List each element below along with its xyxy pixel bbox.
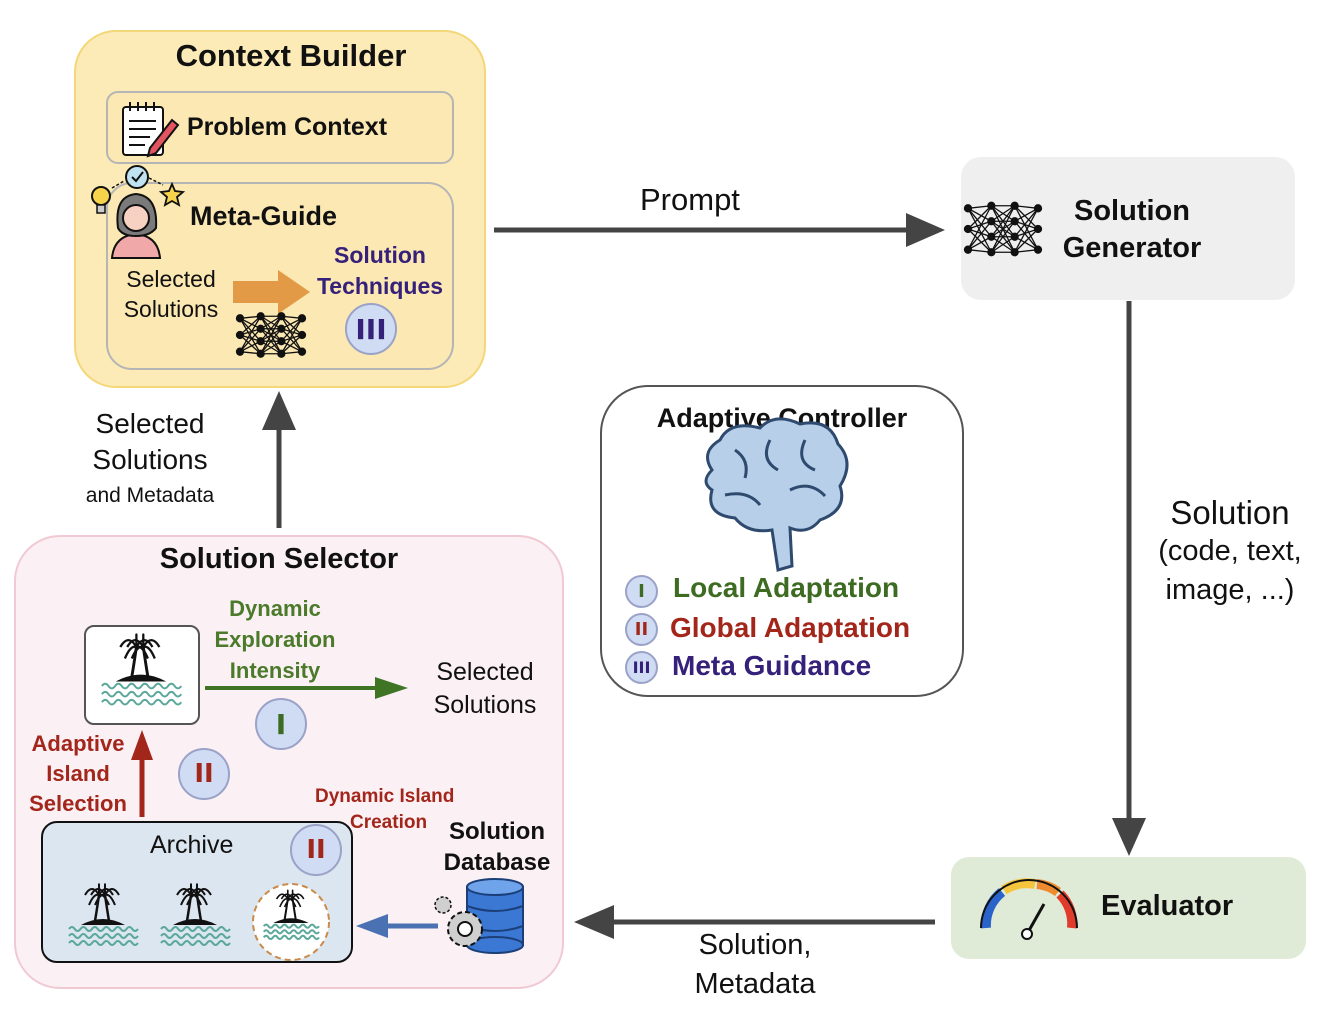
cb-selected-line-1: Selected (126, 266, 216, 292)
cb-selected-solutions-label: Selected Solutions (110, 264, 232, 324)
ss-selected-line-2: Solutions (433, 691, 537, 719)
solution-techniques-label: Solution Techniques (308, 240, 452, 302)
return-line-2: Metadata (694, 968, 816, 1000)
cb-badge-meta: III (345, 303, 397, 355)
adaptive-island-line-2: Island (46, 761, 110, 786)
dynamic-island-creation-line-2: Creation (350, 812, 428, 833)
solution-database-label: Solution Database (432, 816, 562, 878)
person-icon (91, 165, 186, 259)
meta-guide-label: Meta-Guide (190, 201, 338, 231)
evaluator-box (951, 857, 1306, 959)
solution-selector-title: Solution Selector (159, 543, 399, 575)
up-flow-label: Selected Solutions and Metadata (50, 406, 250, 514)
notepad-icon (122, 102, 180, 158)
adaptive-island-line-1: Adaptive (31, 731, 125, 756)
island-icon-archive-2 (160, 883, 231, 946)
solution-techniques-line-1: Solution (334, 242, 426, 268)
orange-arrow (233, 270, 310, 314)
ss-badge-global-b: II (290, 824, 342, 876)
solution-generator-line-2: Generator (1062, 232, 1202, 264)
ss-badge-local: I (255, 698, 307, 750)
solution-generator-title: Solution Generator (1046, 193, 1218, 267)
solution-generator-box (961, 157, 1295, 300)
solution-flow-label: Solution (code, text, image, ...) (1140, 493, 1320, 610)
ac-badge-meta: III (625, 651, 658, 684)
dynamic-island-creation-line-1: Dynamic Island (315, 786, 455, 807)
ac-label-global: Global Adaptation (670, 612, 911, 643)
dynamic-exploration-label: Dynamic Exploration Intensity (200, 593, 350, 686)
dynamic-exploration-line-3: Intensity (229, 658, 321, 683)
neural-network-icon (235, 312, 307, 358)
island-icon-archive-1 (68, 883, 139, 946)
island-icon-archive-new (252, 883, 330, 961)
return-label: Solution, Metadata (660, 926, 850, 1004)
prompt-arrow (494, 213, 945, 247)
evaluator-title: Evaluator (1101, 890, 1234, 922)
solution-flow-line-3: image, ...) (1165, 574, 1295, 606)
adaptive-island-selection-label: Adaptive Island Selection (18, 729, 138, 819)
up-flow-line-3: and Metadata (85, 484, 215, 507)
solution-flow-line-1: Solution (1170, 494, 1290, 531)
database-arrow (356, 914, 438, 938)
solution-flow-line-2: (code, text, (1158, 535, 1302, 567)
database-icon (466, 878, 524, 954)
ss-selected-line-1: Selected (436, 658, 534, 686)
up-flow-line-1: Selected (95, 408, 205, 439)
prompt-label: Prompt (640, 182, 740, 217)
adaptive-island-line-3: Selection (29, 791, 127, 816)
solution-generator-line-1: Solution (1074, 195, 1190, 227)
return-line-1: Solution, (698, 929, 812, 961)
problem-context-label: Problem Context (187, 113, 388, 141)
dynamic-exploration-line-1: Dynamic (229, 596, 321, 621)
ss-badge-global-a: II (178, 748, 230, 800)
up-arrow (262, 391, 296, 528)
exploration-arrow (205, 677, 408, 699)
speedometer-icon (980, 878, 1078, 940)
ac-badge-global: II (625, 613, 658, 646)
return-arrow (574, 905, 935, 939)
island-icon-selected (101, 633, 183, 706)
gear-icon (434, 896, 483, 947)
archive-label: Archive (150, 831, 234, 859)
ac-label-meta: Meta Guidance (672, 650, 872, 681)
solution-database-line-1: Solution (449, 818, 545, 845)
ac-label-local: Local Adaptation (673, 572, 900, 603)
ac-badge-local: I (625, 575, 658, 608)
generator-network-icon (963, 201, 1043, 257)
solution-database-line-2: Database (443, 849, 551, 876)
solution-arrow (1112, 301, 1146, 856)
solution-techniques-line-2: Techniques (316, 273, 444, 299)
ss-selected-solutions-label: Selected Solutions (415, 656, 555, 722)
context-builder-title: Context Builder (175, 38, 407, 73)
up-flow-line-2: Solutions (92, 444, 208, 475)
island-selection-arrow (131, 730, 153, 817)
brain-icon (704, 417, 849, 572)
cb-selected-line-2: Solutions (123, 296, 219, 322)
dynamic-exploration-line-2: Exploration (214, 627, 336, 652)
